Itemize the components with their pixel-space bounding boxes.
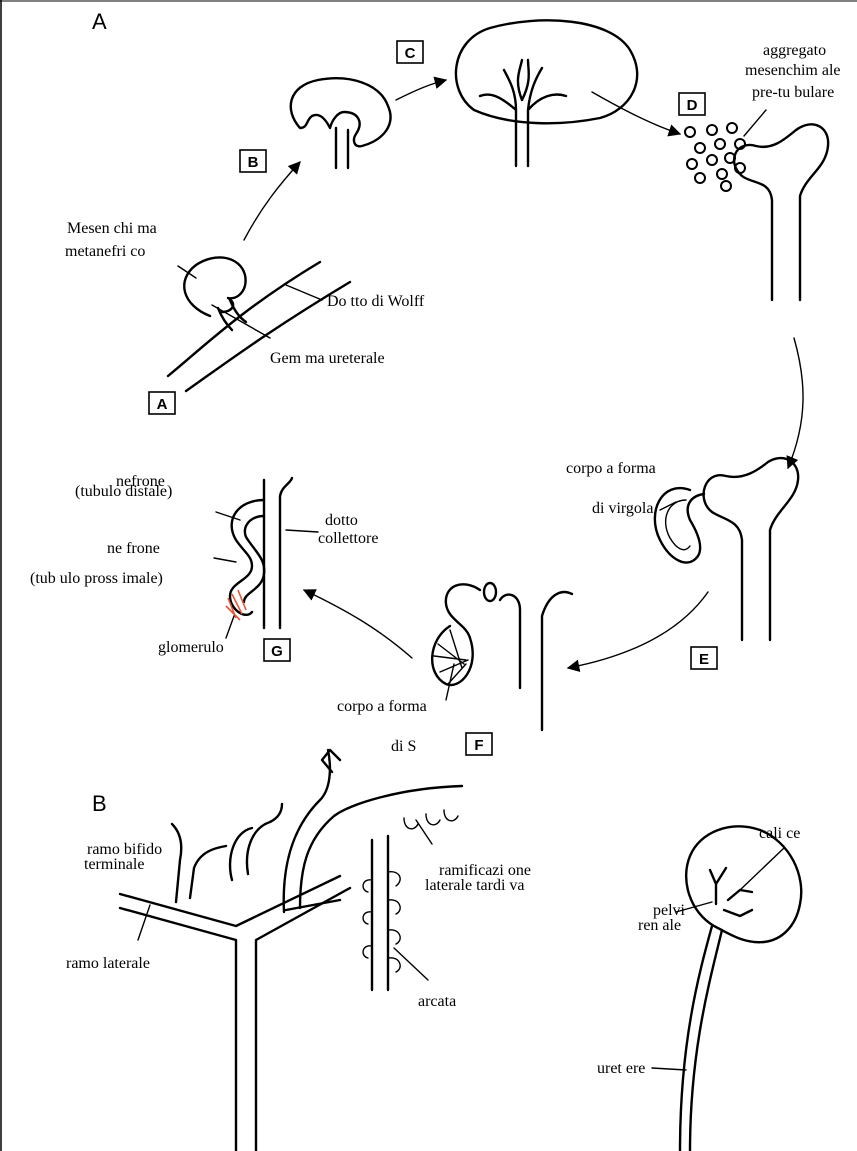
stage-letter-e: E (699, 651, 709, 668)
stage-letter-d: D (687, 97, 698, 114)
label-dotto-wolff: Do tto di Wolff (327, 293, 425, 310)
leader-glomerulo (226, 616, 234, 638)
arrow-f-to-g (304, 590, 412, 658)
stage-c-drawing (456, 20, 637, 166)
s-body (432, 584, 480, 685)
label-pretubulare: pre-tu bulare (752, 84, 834, 101)
arrow-e-to-f (568, 592, 708, 668)
label-dotto-collettore-2: collettore (318, 530, 378, 547)
nephron-tubule-inner (244, 516, 264, 602)
branching-tree (120, 750, 462, 1151)
kidney-ureter (652, 826, 801, 1151)
label-mesenchima: Mesen chi ma (67, 220, 157, 237)
label-s-2: di S (391, 738, 416, 755)
leader-arcata (394, 948, 428, 980)
stage-e-drawing (655, 458, 798, 640)
panel-label-a: A (92, 9, 107, 34)
label-aggregato: aggregato (763, 42, 826, 59)
arrow-d-to-e (788, 338, 803, 468)
stage-letter-f: F (474, 737, 483, 754)
stage-f-tubule-end (484, 583, 496, 601)
label-nefrone-prossimale-2: (tub ulo pross imale) (30, 570, 163, 587)
stage-c-cap (456, 20, 637, 123)
tree-middle-branch (230, 804, 282, 880)
leader-uretere (652, 1068, 686, 1070)
leader-virgola (660, 502, 676, 510)
stage-g-drawing (214, 478, 318, 638)
leader-calice (740, 848, 784, 890)
arrow-b-to-c (396, 80, 446, 100)
stage-letter-b: B (248, 154, 259, 171)
collecting-duct-g (264, 478, 292, 628)
ramificazione-laterale-tardiva-loops (404, 810, 458, 829)
label-pelvi-2: ren ale (638, 917, 681, 934)
label-nefrone-prossimale-1: ne frone (107, 540, 160, 557)
stage-b-drawing (291, 78, 391, 168)
stage-a-drawing (168, 257, 350, 391)
leader-dotto-collettore (286, 530, 318, 532)
label-virgola-2: di virgola (592, 500, 653, 517)
label-glomerulo: glomerulo (158, 639, 224, 656)
tree-primary-branches-top (120, 876, 340, 926)
label-calice: cali ce (759, 825, 800, 842)
label-bifido-2: terminale (84, 856, 144, 873)
stage-letter-c: C (405, 45, 416, 62)
uretere (680, 926, 722, 1151)
comma-body-outer (655, 488, 704, 562)
stage-c-branches (480, 60, 566, 166)
label-uretere: uret ere (597, 1060, 645, 1077)
ramo-bifido-terminale (172, 824, 226, 902)
label-virgola-1: corpo a forma (566, 460, 656, 477)
stage-f-collecting-duct (500, 592, 572, 730)
label-metanefrico: metanefri co (65, 243, 145, 260)
stage-b-cap (291, 78, 391, 146)
comma-body-inner (666, 500, 690, 550)
leader-wolff (286, 285, 322, 300)
panel-label-b: B (92, 791, 107, 816)
cycle-arrows (244, 80, 803, 668)
label-gemma: Gem ma ureterale (270, 350, 385, 367)
label-s-1: corpo a forma (337, 698, 427, 715)
kidney-outline (686, 826, 801, 942)
tree-trunk (120, 888, 350, 1151)
label-nefrone-distale-2: (tubulo distale) (75, 483, 172, 500)
arcata-loops (363, 872, 400, 972)
stage-d-bud (734, 124, 828, 300)
pretubular-aggregate-cells (685, 123, 745, 191)
leader-ramo-laterale (138, 905, 150, 940)
stage-d-drawing (685, 110, 828, 300)
leader-aggregato (744, 110, 766, 136)
arcata-stem (372, 836, 388, 990)
stage-e-bud (704, 458, 799, 640)
leader-nefrone-prossimale (214, 558, 236, 562)
label-ramo-laterale: ramo laterale (66, 955, 150, 972)
stage-letter-a: A (157, 396, 168, 413)
stage-f-drawing (432, 583, 572, 730)
label-arcata: arcata (418, 993, 456, 1010)
arrow-a-to-b (244, 162, 300, 240)
label-mesenchimale: mesenchim ale (745, 62, 841, 79)
stage-letter-g: G (271, 643, 283, 660)
pelvi-calici (710, 868, 752, 916)
arrow-c-to-d (592, 92, 680, 134)
label-ramificazione-2: laterale tardi va (425, 877, 525, 894)
label-dotto-collettore-1: dotto (325, 512, 358, 529)
